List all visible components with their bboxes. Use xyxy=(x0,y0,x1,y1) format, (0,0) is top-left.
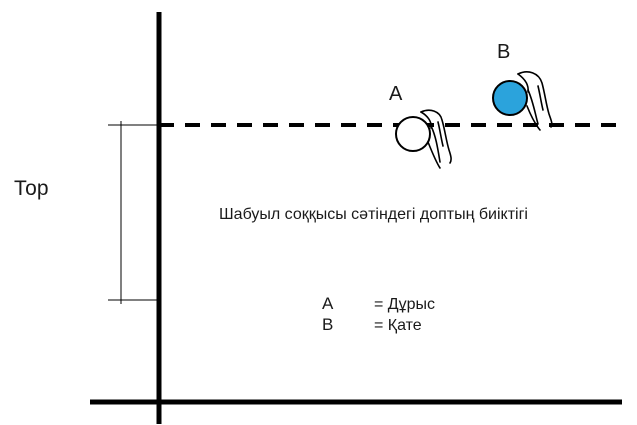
net-label: Тор xyxy=(14,177,49,200)
ball-a-icon xyxy=(395,116,431,152)
ball-a-group xyxy=(395,109,452,169)
ball-a-label: A xyxy=(389,83,403,105)
hand-b-icon xyxy=(517,71,553,131)
hand-a-icon xyxy=(420,109,452,169)
legend-key-b: B xyxy=(322,315,334,334)
diagram-caption: Шабуыл соққысы сәтіндегі доптың биіктігі xyxy=(219,206,528,223)
legend-key-a: A xyxy=(322,294,334,313)
ball-b-icon xyxy=(492,80,528,116)
net-bracket xyxy=(108,121,159,304)
legend-value-a: = Дұрыс xyxy=(374,296,436,313)
ball-b-group xyxy=(492,71,553,131)
ball-b-label: B xyxy=(497,41,511,63)
legend-value-b: = Қате xyxy=(374,317,422,334)
